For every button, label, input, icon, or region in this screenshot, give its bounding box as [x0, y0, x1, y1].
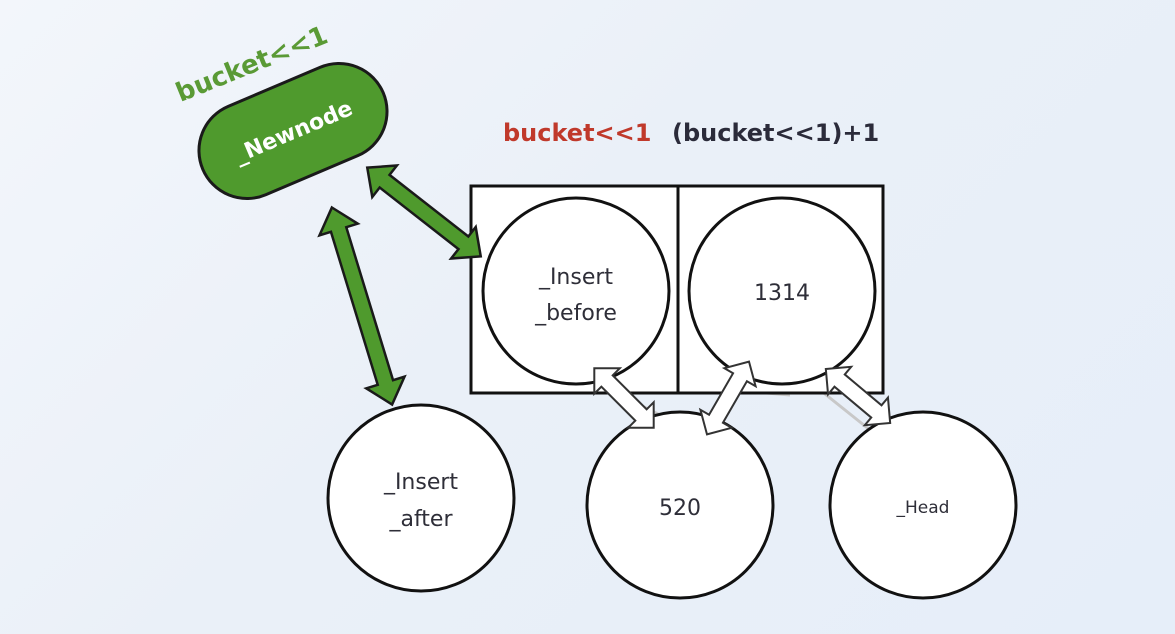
insert-after-node — [326, 403, 516, 593]
green-arrow-newnode-before — [365, 163, 483, 261]
white-arrow-1314-520 — [698, 360, 758, 436]
head-node — [828, 410, 1018, 600]
node-520-label: 520 — [659, 496, 701, 521]
white-arrow-bucket-head — [824, 365, 892, 427]
node-1314 — [687, 196, 877, 386]
node-1314-label: 1314 — [754, 281, 810, 306]
node-520 — [585, 410, 775, 600]
insert-after-label-1: _Insert — [383, 470, 458, 495]
newnode-pill: _Newnode — [197, 61, 389, 201]
insert-before-node — [481, 196, 671, 386]
bucket-label-red: bucket<<1 — [503, 119, 651, 147]
white-arrow-before-520 — [593, 367, 655, 429]
insert-before-label-2: _before — [534, 301, 617, 326]
head-label: _Head — [896, 498, 950, 518]
green-arrow-newnode-after — [317, 205, 407, 407]
insert-after-label-2: _after — [388, 507, 453, 532]
insert-before-label-1: _Insert — [538, 265, 613, 290]
bucket-label-plus-one: (bucket<<1)+1 — [672, 119, 879, 147]
